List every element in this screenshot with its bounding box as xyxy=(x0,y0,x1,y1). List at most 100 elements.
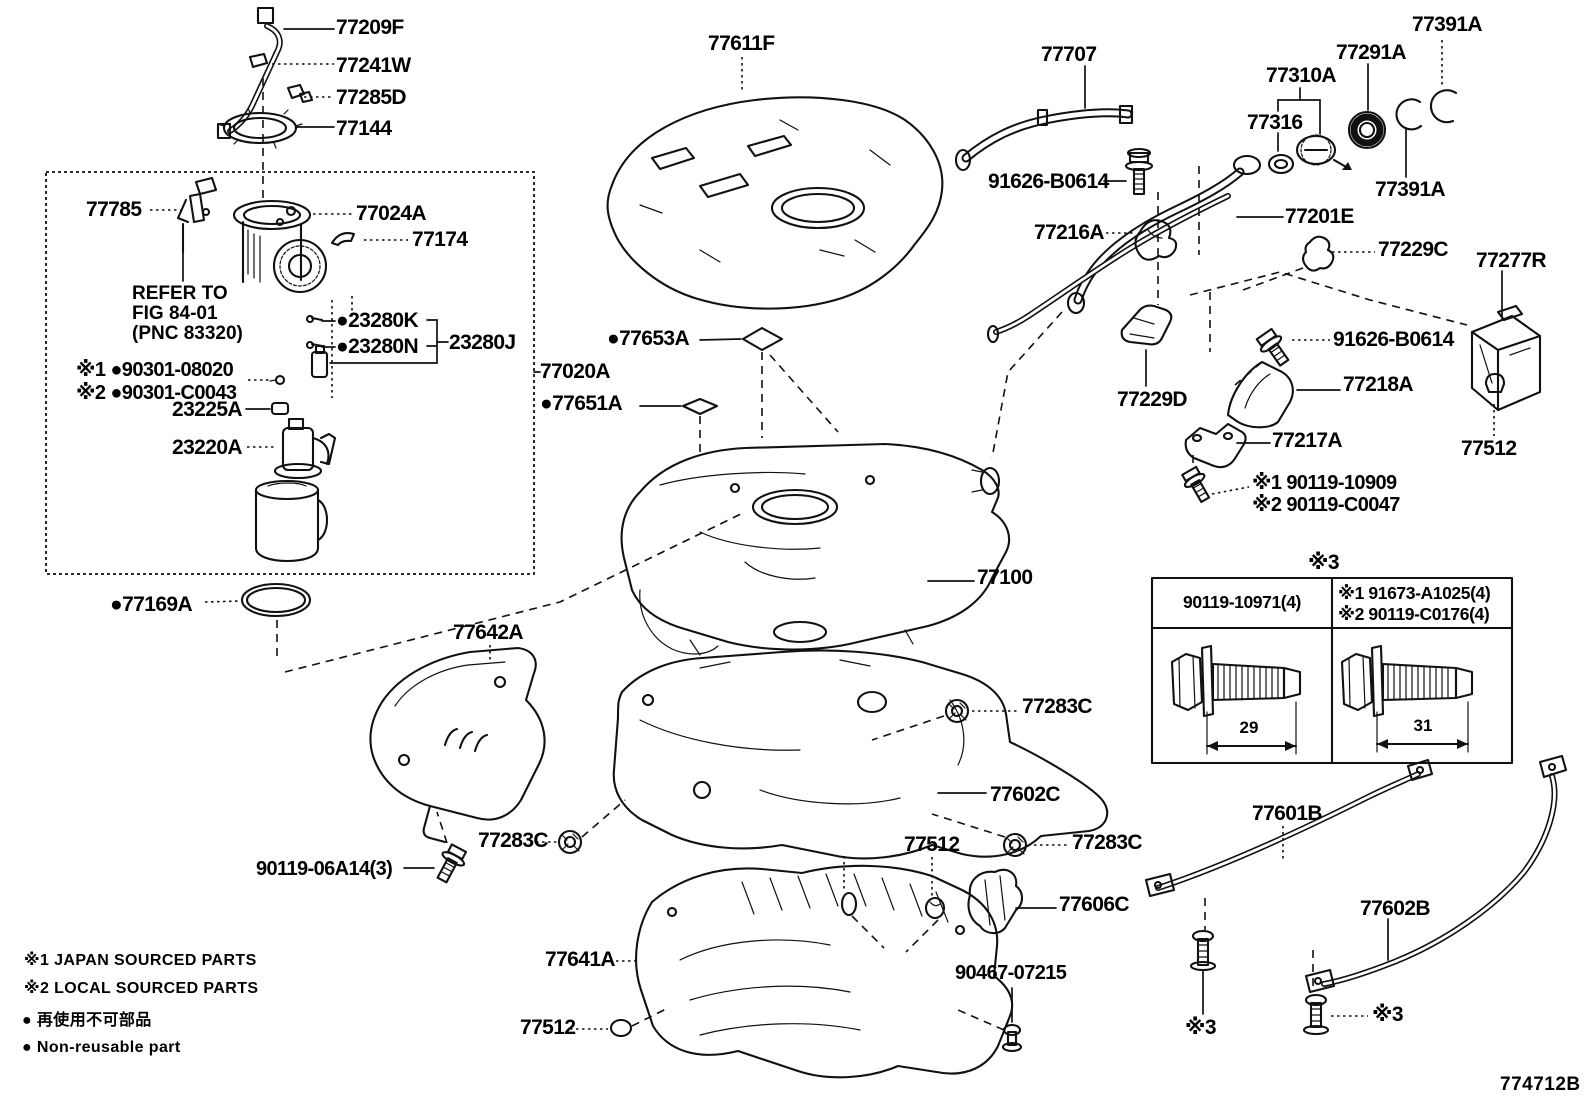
refer-note-line2: FIG 84-01 xyxy=(132,303,218,324)
bracket-77217A-drawing xyxy=(1184,422,1271,469)
bracket-bolt-drawing xyxy=(1181,465,1211,504)
part-label-77169A: ●77169A xyxy=(110,593,193,616)
part-label-77283C-right: 77283C xyxy=(1072,831,1143,854)
table-left-dimension: 29 xyxy=(1239,718,1259,737)
part-label-77285D: 77285D xyxy=(336,86,407,109)
band-bolt-right-drawing xyxy=(1302,950,1368,1036)
part-label-77229C: 77229C xyxy=(1378,238,1449,261)
legend-local-sourced: ※2 LOCAL SOURCED PARTS xyxy=(24,980,259,997)
part-label-77606C: 77606C xyxy=(1059,893,1130,916)
part-label-77642A: 77642A xyxy=(453,621,524,644)
fuel-hose-drawing xyxy=(954,65,1134,172)
fastener-table-grid xyxy=(1150,576,1514,765)
tank-gasket-drawing xyxy=(204,511,746,673)
part-label-77201E: 77201E xyxy=(1285,205,1354,228)
bolt-90467-drawing xyxy=(957,987,1023,1053)
part-label-77602C: 77602C xyxy=(990,783,1061,806)
filler-cap-group-drawing xyxy=(1267,40,1458,178)
table-right-dimension: 31 xyxy=(1413,716,1433,735)
part-label-23280N: ●23280N xyxy=(336,335,419,358)
part-label-77020A: 77020A xyxy=(540,360,611,383)
table-bolt-left-drawing xyxy=(1170,644,1302,755)
part-label-23280K: ●23280K xyxy=(336,309,419,332)
clamp-77606C-drawing xyxy=(967,868,1057,935)
part-label-90467-07215: 90467-07215 xyxy=(955,962,1067,984)
part-label-77277R: 77277R xyxy=(1476,249,1547,272)
part-label-77653A: ●77653A xyxy=(607,327,690,350)
part-label-23225A: 23225A xyxy=(172,398,243,421)
part-label-77512-mid: 77512 xyxy=(904,833,960,856)
note3-marker-right: ※3 xyxy=(1372,1003,1404,1026)
clip-77512-mid-drawing xyxy=(840,856,946,953)
part-label-77100: 77100 xyxy=(977,566,1033,589)
legend-non-reusable-en: ● Non-reusable part xyxy=(22,1039,181,1056)
part-label-77512-right: 77512 xyxy=(1461,437,1517,460)
part-label-77601B: 77601B xyxy=(1252,802,1323,825)
part-label-77283C-top: 77283C xyxy=(1022,695,1093,718)
protector-77642A-drawing xyxy=(369,645,546,844)
fuel-sender-drawing xyxy=(150,176,218,282)
part-label-77229D: 77229D xyxy=(1117,388,1188,411)
grommet-77283C-right-drawing xyxy=(931,813,1068,858)
upper-protector-drawing xyxy=(606,57,944,310)
part-label-77217A: 77217A xyxy=(1272,429,1343,452)
note3-marker-left: ※3 xyxy=(1185,1016,1217,1039)
part-label-77512-bottom: 77512 xyxy=(520,1016,576,1039)
pump-module-box xyxy=(45,171,541,575)
pipe-bolt-1-drawing xyxy=(1103,147,1211,352)
part-label-77316: 77316 xyxy=(1247,111,1303,134)
lower-shield-drawing xyxy=(612,649,1109,860)
part-label-77391A-2: 77391A xyxy=(1375,178,1446,201)
band-77602B-drawing xyxy=(1304,754,1568,994)
part-label-91626-B0614-1: 91626-B0614 xyxy=(988,170,1109,193)
part-label-77651A: ●77651A xyxy=(540,392,623,415)
part-label-77785: 77785 xyxy=(86,198,142,221)
part-label-77707: 77707 xyxy=(1041,43,1097,66)
band-77601B-drawing xyxy=(1144,758,1434,898)
part-label-77218A: 77218A xyxy=(1343,373,1414,396)
skid-plate-drawing xyxy=(570,864,1014,1079)
part-label-77611F: 77611F xyxy=(708,32,775,55)
part-label-77641A: 77641A xyxy=(545,948,616,971)
band-bolt-left-drawing xyxy=(1189,898,1217,1015)
refer-note-line1: REFER TO xyxy=(132,283,228,304)
bracket-77229D-drawing xyxy=(1120,304,1173,387)
fuel-tank-drawing xyxy=(620,442,1011,656)
protector-77277R-drawing xyxy=(1470,270,1542,436)
filler-pipe-drawing xyxy=(986,154,1284,459)
part-label-77024A: 77024A xyxy=(356,202,427,225)
pump-small-parts-drawing xyxy=(245,374,337,563)
part-label-77602B: 77602B xyxy=(1360,897,1431,920)
table-right-header-line1: ※1 91673-A1025(4) xyxy=(1338,583,1491,603)
table-bolt-right-drawing xyxy=(1340,644,1474,753)
table-right-header-line2: ※2 90119-C0176(4) xyxy=(1338,604,1490,624)
part-label-77174: 77174 xyxy=(412,228,468,251)
part-label-77144: 77144 xyxy=(336,117,392,140)
part-label-90301-08020: ※1 ●90301-08020 xyxy=(76,359,234,381)
bracket-77218A-drawing xyxy=(1226,360,1341,429)
part-label-90119-10909: ※1 90119-10909 xyxy=(1252,472,1397,494)
part-label-77291A: 77291A xyxy=(1336,41,1407,64)
part-label-23220A: 23220A xyxy=(172,436,243,459)
part-label-77209F: 77209F xyxy=(336,16,404,39)
part-label-77283C-left: 77283C xyxy=(478,829,549,852)
pipe-bolt-2-drawing xyxy=(1255,327,1290,367)
part-label-90119-06A14: 90119-06A14(3) xyxy=(256,858,393,880)
shield-markers-drawing xyxy=(639,326,839,458)
grommet-77283C-left-drawing xyxy=(536,799,626,855)
part-label-77310A: 77310A xyxy=(1266,64,1337,87)
grommet-77283C-top-drawing xyxy=(871,698,1018,741)
legend-japan-sourced: ※1 JAPAN SOURCED PARTS xyxy=(24,952,257,969)
part-label-90301-C0043: ※2 ●90301-C0043 xyxy=(76,382,237,404)
part-label-77241W: 77241W xyxy=(336,54,411,77)
part-label-90119-C0047: ※2 90119-C0047 xyxy=(1252,494,1400,516)
bolt-90119-06A14-drawing xyxy=(436,843,468,884)
pump-plate-drawing xyxy=(232,199,408,398)
part-label-77216A: 77216A xyxy=(1034,221,1105,244)
part-label-77391A-top: 77391A xyxy=(1412,13,1483,36)
clip-77216A-drawing xyxy=(1106,219,1178,261)
suction-tube-drawing xyxy=(216,6,335,200)
part-label-91626-B0614-2: 91626-B0614 xyxy=(1333,328,1454,351)
table-left-header: 90119-10971(4) xyxy=(1183,592,1301,612)
